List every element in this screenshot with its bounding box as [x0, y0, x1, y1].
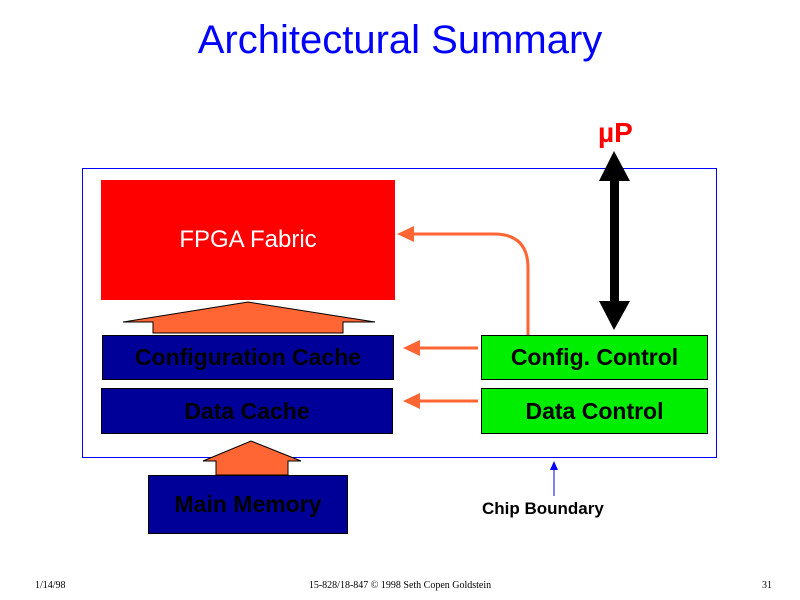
- chip-boundary-label: Chip Boundary: [482, 499, 604, 518]
- data-control-label: Data Control: [525, 397, 664, 424]
- config-control-label: Config. Control: [510, 344, 679, 370]
- slide-title: Architectural Summary: [197, 18, 603, 62]
- data-control-block: Data Control: [481, 388, 708, 434]
- config-control-block: Config. Control: [481, 335, 708, 380]
- configuration-cache-label: Configuration Cache: [134, 344, 362, 370]
- footer-date: 1/14/98: [35, 580, 66, 591]
- microprocessor-label: µP: [598, 117, 633, 148]
- main-memory-block: Main Memory: [148, 475, 348, 534]
- fpga-fabric-label: FPGA Fabric: [179, 226, 317, 253]
- data-cache-label: Data Cache: [184, 397, 310, 424]
- chip-boundary-pointer-arrowhead: [550, 461, 558, 470]
- chip-boundary-outline: [82, 168, 717, 458]
- footer-page-number: 31: [762, 580, 772, 591]
- footer-copyright: 15-828/18-847 © 1998 Seth Copen Goldstei…: [308, 580, 492, 591]
- data-cache-block: Data Cache: [101, 388, 393, 434]
- fpga-fabric-block: FPGA Fabric: [101, 180, 395, 300]
- configuration-cache-block: Configuration Cache: [102, 335, 394, 380]
- main-memory-label: Main Memory: [174, 491, 322, 517]
